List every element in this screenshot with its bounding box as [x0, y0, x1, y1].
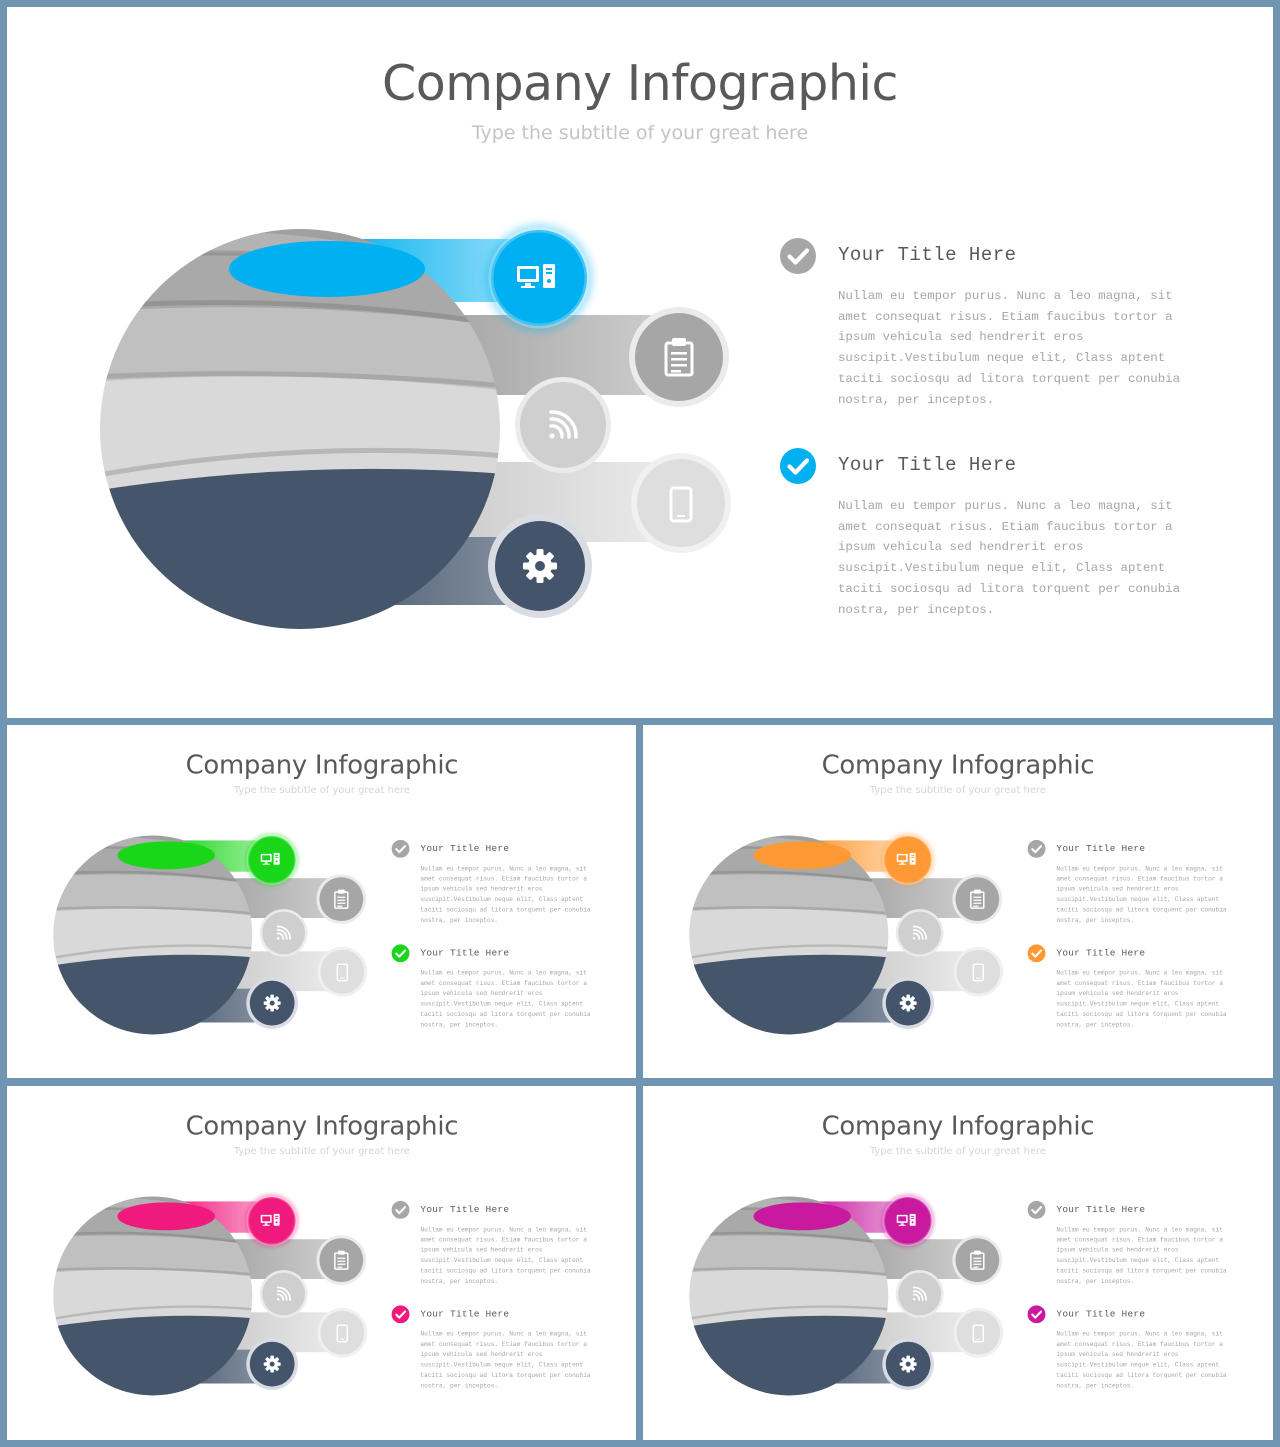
sphere-cap: [117, 841, 215, 870]
slide-title: Company Infographic: [382, 55, 898, 112]
computer-icon: [896, 1213, 916, 1226]
item-body-text: Nullam eu tempor purus. Nunc a leo magna…: [1056, 969, 1227, 1029]
circle-clipboard: [319, 877, 364, 922]
sphere: [53, 1196, 253, 1396]
item-body-text: Nullam eu tempor purus. Nunc a leo magna…: [1056, 865, 1227, 924]
mobile-icon: [336, 1324, 349, 1343]
gear-icon: [263, 1355, 281, 1373]
sphere-infographic: [53, 832, 368, 1035]
sphere-cap: [229, 241, 425, 297]
item-title: Your Title Here: [1056, 947, 1146, 959]
circle-mobile: [320, 1310, 365, 1355]
slide-subtitle: Type the subtitle of your great here: [471, 122, 809, 144]
item-body-text: Nullam eu tempor purus. Nunc a leo magna…: [1056, 1226, 1227, 1285]
slide-variant-green: Company Infographic Type the subtitle of…: [7, 725, 636, 1078]
mobile-icon: [669, 486, 693, 523]
rss-icon: [912, 925, 927, 940]
rss-icon: [276, 1286, 291, 1301]
slide-subtitle: Type the subtitle of your great here: [869, 783, 1046, 796]
sphere-cap: [753, 1202, 851, 1231]
slide-subtitle: Type the subtitle of your great here: [233, 1144, 410, 1157]
slide-subtitle: Type the subtitle of your great here: [233, 783, 410, 796]
circle-clipboard: [319, 1238, 364, 1283]
item-title: Your Title Here: [1056, 1203, 1146, 1215]
sphere-infographic: [689, 832, 1004, 1035]
computer-icon: [260, 852, 280, 865]
circle-mobile: [637, 459, 725, 547]
circle-clipboard: [955, 1238, 1000, 1283]
sphere-infographic: [689, 1193, 1004, 1396]
circle-mobile: [956, 1310, 1001, 1355]
slide-title: Company Infographic: [185, 749, 459, 780]
sphere-cap: [753, 841, 851, 870]
item-body-text: Nullam eu tempor purus. Nunc a leo magna…: [420, 1226, 591, 1285]
gear-icon: [899, 994, 917, 1012]
clipboard-icon: [970, 889, 985, 909]
item-body-text: Nullam eu tempor purus. Nunc a leo magna…: [420, 865, 591, 924]
sphere: [689, 835, 889, 1035]
circle-clipboard: [955, 877, 1000, 922]
slide-subtitle: Type the subtitle of your great here: [869, 1144, 1046, 1157]
circle-mobile: [320, 949, 365, 994]
circle-mobile: [956, 949, 1001, 994]
mobile-icon: [336, 963, 349, 982]
item-title: Your Title Here: [420, 1308, 510, 1320]
item-body-text: Nullam eu tempor purus. Nunc a leo magna…: [838, 289, 1181, 407]
icon-circles: [485, 224, 731, 618]
rss-icon: [549, 410, 578, 439]
item-title: Your Title Here: [420, 1203, 510, 1215]
item-title: Your Title Here: [420, 947, 510, 959]
gear-icon: [899, 1355, 917, 1373]
icon-circles: [244, 1193, 368, 1390]
circle-clipboard: [635, 313, 723, 401]
circle-computer: [882, 834, 933, 885]
clipboard-icon: [970, 1250, 985, 1270]
mobile-icon: [972, 963, 985, 982]
icon-circles: [880, 832, 1004, 1029]
circle-computer: [882, 1195, 933, 1246]
clipboard-icon: [664, 338, 694, 377]
sphere-cap: [117, 1202, 215, 1231]
slide-main: Company Infographic Type the subtitle of…: [7, 7, 1273, 718]
rss-icon: [276, 925, 291, 940]
slide-variant-magenta: Company Infographic Type the subtitle of…: [643, 1086, 1273, 1440]
slide-title: Company Infographic: [185, 1110, 459, 1141]
sphere-infographic: [100, 224, 731, 629]
item-body-text: Nullam eu tempor purus. Nunc a leo magna…: [1056, 1330, 1227, 1390]
item-title: Your Title Here: [420, 842, 510, 854]
computer-icon: [260, 1213, 280, 1226]
computer-icon: [896, 852, 916, 865]
rss-icon: [912, 1286, 927, 1301]
item-body-text: Nullam eu tempor purus. Nunc a leo magna…: [420, 969, 591, 1029]
item-title: Your Title Here: [838, 244, 1017, 266]
item-title: Your Title Here: [1056, 1308, 1146, 1320]
mobile-icon: [972, 1324, 985, 1343]
icon-circles: [244, 832, 368, 1029]
gear-icon: [263, 994, 281, 1012]
sphere-infographic: [53, 1193, 368, 1396]
item-body-text: Nullam eu tempor purus. Nunc a leo magna…: [838, 499, 1181, 617]
gear-icon: [523, 549, 557, 583]
icon-circles: [880, 1193, 1004, 1390]
sphere: [100, 229, 500, 629]
item-title: Your Title Here: [838, 454, 1017, 476]
slide-variant-orange: Company Infographic Type the subtitle of…: [643, 725, 1273, 1078]
slide-variant-pink: Company Infographic Type the subtitle of…: [7, 1086, 636, 1440]
clipboard-icon: [334, 1250, 349, 1270]
slide-title: Company Infographic: [821, 749, 1095, 780]
item-title: Your Title Here: [1056, 842, 1146, 854]
slide-title: Company Infographic: [821, 1110, 1095, 1141]
item-body-text: Nullam eu tempor purus. Nunc a leo magna…: [420, 1330, 591, 1390]
computer-icon: [517, 264, 555, 288]
clipboard-icon: [334, 889, 349, 909]
